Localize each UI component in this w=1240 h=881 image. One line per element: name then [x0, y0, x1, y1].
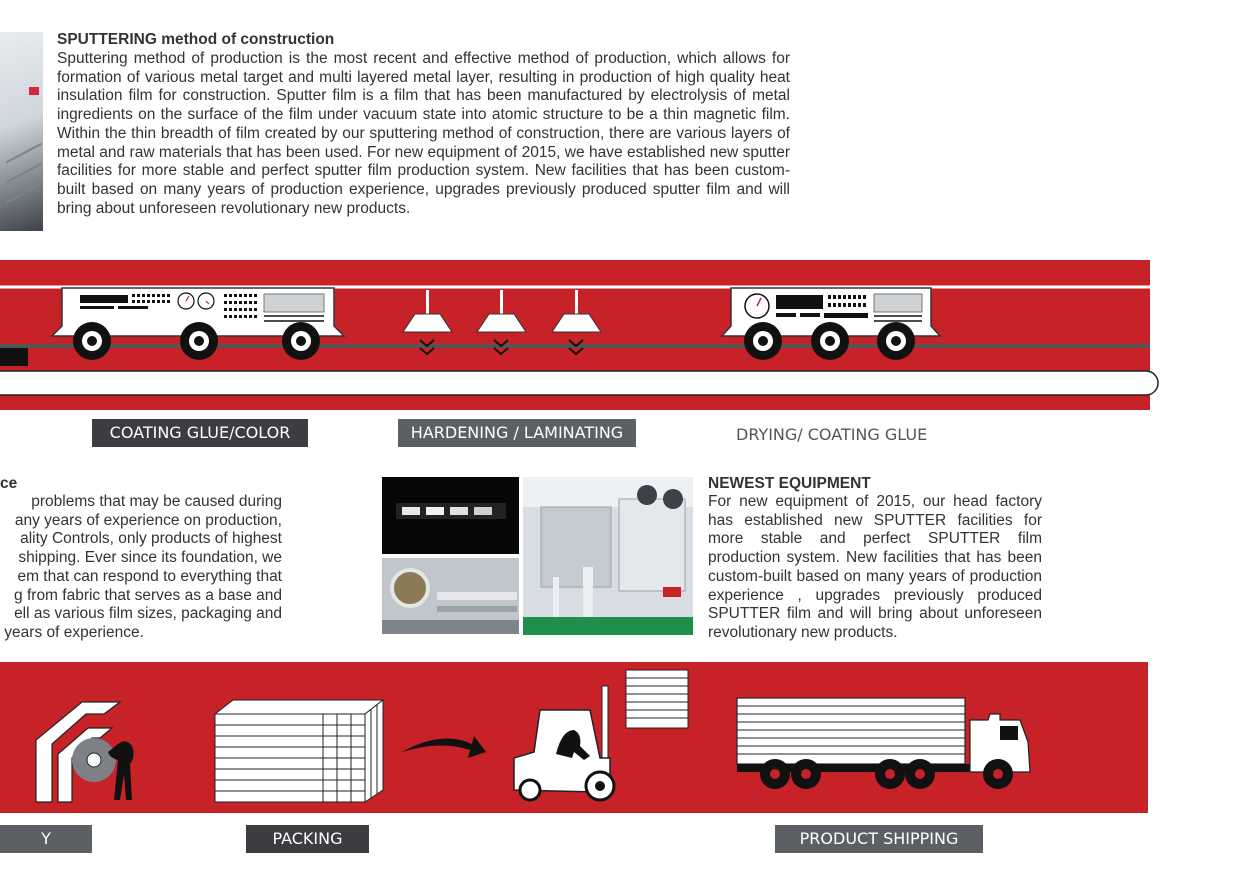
- quality-line: years of experience.: [0, 623, 144, 641]
- newest-equipment-description: For new equipment of 2015, our head fact…: [708, 493, 1042, 641]
- hardening-laminating-label: HARDENING / LAMINATING: [398, 419, 636, 447]
- quality-line: ell as various film sizes, packaging and: [14, 605, 282, 623]
- packing-label: PACKING: [246, 825, 369, 853]
- quality-description: problems that may be caused during any y…: [0, 493, 282, 643]
- coating-line-illustration: [0, 285, 1159, 396]
- equipment-photo-machinery: [523, 477, 693, 635]
- logistics-band: [0, 662, 1148, 813]
- quality-line: ality Controls, only products of highest: [20, 530, 282, 548]
- quality-line: shipping. Ever since its foundation, we: [18, 549, 282, 567]
- factory-photo-top: [0, 32, 43, 231]
- sputtering-title: SPUTTERING method of construction: [57, 31, 335, 48]
- equipment-photo-porthole: [382, 558, 519, 634]
- forklift-icon: [513, 669, 689, 802]
- product-shipping-label: PRODUCT SHIPPING: [775, 825, 983, 853]
- coating-glue-color-label: COATING GLUE/COLOR: [92, 419, 308, 447]
- flow-arrow-icon: [402, 736, 486, 758]
- quality-control-label: Y CONTROL: [0, 825, 92, 876]
- drying-coating-glue-label: DRYING/ COATING GLUE: [736, 425, 928, 444]
- quality-line: g from fabric that serves as a base and: [14, 586, 282, 604]
- coating-machine: [50, 287, 346, 360]
- drying-machine: [720, 287, 942, 360]
- logistics-illustration: [35, 669, 1031, 803]
- hardening-lamps: [402, 290, 602, 356]
- sputtering-description: Sputtering method of production is the m…: [57, 50, 790, 217]
- newest-equipment-title: NEWEST EQUIPMENT: [708, 475, 871, 492]
- quality-title-fragment: ce: [0, 475, 18, 492]
- quality-line: problems that may be caused during: [31, 493, 282, 510]
- quality-inspection-icon: [35, 701, 134, 803]
- packed-film-boxes: [213, 698, 385, 803]
- quality-line: em that can respond to everything that: [17, 567, 282, 585]
- process-band: [0, 260, 1159, 410]
- quality-line: any years of experience on production,: [14, 511, 282, 529]
- equipment-photo-dark: [382, 477, 519, 554]
- delivery-truck-icon: [736, 697, 1031, 789]
